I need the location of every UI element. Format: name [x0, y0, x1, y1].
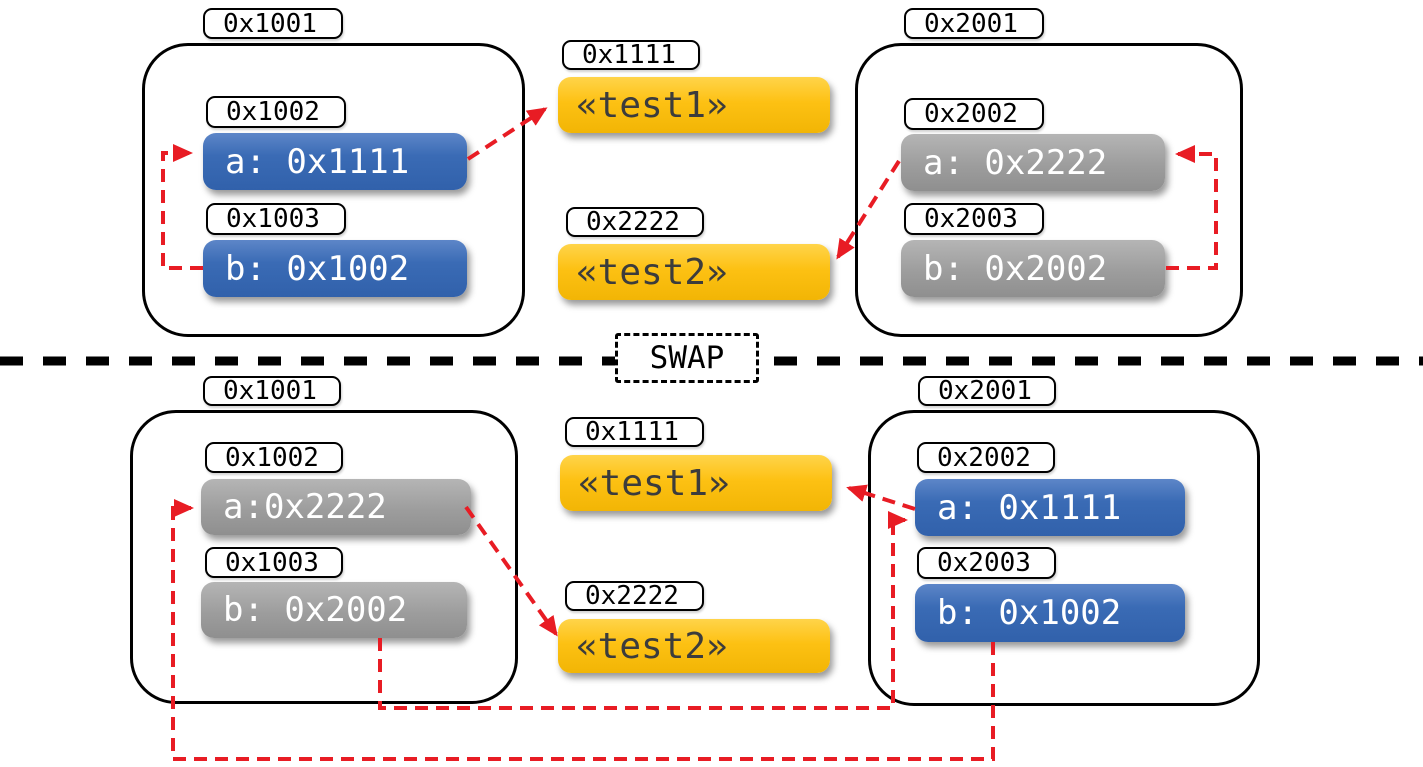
var-box-top-left-b: b: 0x1002: [203, 240, 467, 297]
var-box-top-right-b: b: 0x2002: [901, 240, 1165, 297]
swap-label: SWAP: [649, 340, 725, 376]
address-tag: 0x1001: [203, 376, 341, 406]
heap-box-top-test2: «test2»: [558, 244, 830, 300]
address-tag: 0x1002: [205, 442, 343, 473]
address-tag: 0x1001: [203, 8, 343, 39]
address-tag: 0x1002: [206, 96, 346, 128]
address-tag: 0x2002: [917, 442, 1055, 473]
heap-box-top-test1: «test1»: [558, 77, 830, 133]
address-tag: 0x2001: [918, 376, 1056, 406]
var-box-top-left-a: a: 0x1111: [203, 133, 467, 190]
address-tag: 0x2003: [904, 203, 1044, 235]
swap-label-box: SWAP: [615, 333, 759, 383]
address-tag: 0x2003: [917, 547, 1056, 579]
var-box-bottom-right-b: b: 0x1002: [915, 584, 1185, 642]
address-tag: 0x2001: [904, 8, 1044, 39]
address-tag: 0x1003: [206, 203, 346, 235]
address-tag: 0x1003: [205, 547, 343, 578]
var-box-bottom-right-a: a: 0x1111: [915, 479, 1185, 536]
var-box-top-right-a: a: 0x2222: [901, 134, 1165, 191]
var-box-bottom-left-b: b: 0x2002: [201, 582, 467, 638]
address-tag: 0x2002: [904, 98, 1044, 130]
heap-box-bottom-test2: «test2»: [558, 619, 830, 673]
heap-box-bottom-test1: «test1»: [560, 455, 832, 511]
var-box-bottom-left-a: a:0x2222: [201, 479, 471, 535]
address-tag: 0x1111: [565, 417, 704, 447]
address-tag: 0x1111: [562, 40, 700, 70]
address-tag: 0x2222: [566, 207, 704, 237]
address-tag: 0x2222: [565, 581, 704, 611]
